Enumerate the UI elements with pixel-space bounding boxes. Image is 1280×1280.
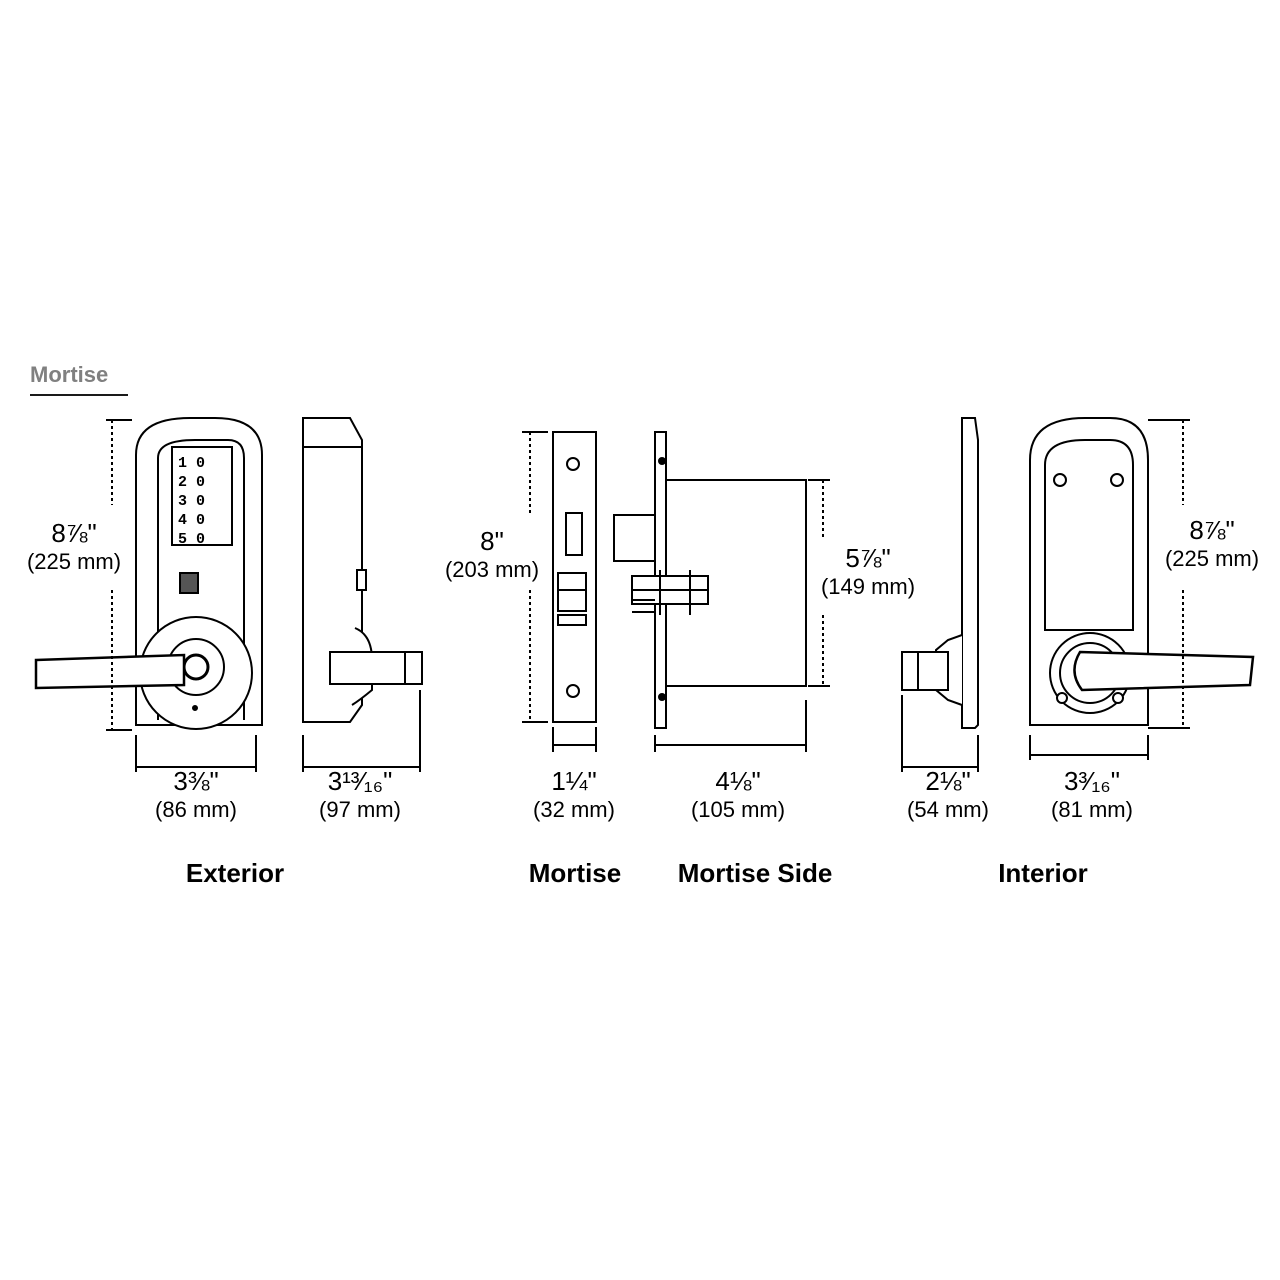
exterior-width-in: 3⅜"	[173, 766, 219, 796]
keypad-key: 1 0	[178, 455, 205, 472]
interior-side-depth-in: 2⅛"	[925, 766, 971, 796]
mortise-side-width-dim: 4⅛" (105 mm)	[678, 766, 798, 824]
mortise-faceplate-drawing	[522, 431, 597, 752]
side-depth-in: 3¹³⁄₁₆"	[327, 766, 393, 796]
mortise-side-height-dim: 5⅞" (149 mm)	[808, 543, 928, 601]
mortise-width-in: 1¼"	[551, 766, 597, 796]
mortise-width-dim: 1¼" (32 mm)	[514, 766, 634, 824]
mortise-side-height-mm: (149 mm)	[820, 574, 916, 600]
keypad-key: 3 0	[178, 493, 205, 510]
mortise-height-in: 8"	[480, 526, 504, 556]
exterior-height-dim: 8⅞" (225 mm)	[14, 518, 134, 576]
keypad: 1 0 2 0 3 0 4 0 5 0	[178, 455, 205, 548]
mortise-side-width-mm: (105 mm)	[690, 797, 786, 823]
keypad-key: 2 0	[178, 474, 205, 491]
interior-lock-drawing	[1029, 417, 1255, 760]
side-depth-mm: (97 mm)	[319, 797, 401, 823]
mortise-side-drawing	[613, 431, 830, 752]
exterior-lock-drawing	[34, 417, 263, 772]
keypad-key: 5 0	[178, 531, 205, 548]
exterior-height-in: 8⅞"	[51, 518, 97, 548]
section-title: Mortise	[30, 362, 128, 396]
mortise-height-mm: (203 mm)	[444, 557, 540, 583]
interior-height-in: 8⅞"	[1189, 515, 1235, 545]
interior-caption: Interior	[998, 858, 1088, 888]
exterior-height-mm: (225 mm)	[26, 549, 122, 575]
interior-height-mm: (225 mm)	[1164, 546, 1260, 572]
mortise-side-height-in: 5⅞"	[845, 543, 891, 573]
interior-width-mm: (81 mm)	[1051, 797, 1133, 823]
interior-width-dim: 3³⁄₁₆" (81 mm)	[1032, 766, 1152, 824]
mortise-height-dim: 8" (203 mm)	[432, 526, 552, 584]
keypad-key: 4 0	[178, 512, 205, 529]
side-profile-drawing	[302, 417, 423, 772]
exterior-caption: Exterior	[185, 858, 285, 888]
interior-width-in: 3³⁄₁₆"	[1064, 766, 1120, 796]
mortise-side-width-in: 4⅛"	[715, 766, 761, 796]
mortise-width-mm: (32 mm)	[533, 797, 615, 823]
mortise-side-caption: Mortise Side	[677, 858, 833, 888]
exterior-width-mm: (86 mm)	[155, 797, 237, 823]
interior-side-depth-mm: (54 mm)	[907, 797, 989, 823]
side-depth-dim: 3¹³⁄₁₆" (97 mm)	[300, 766, 420, 824]
mortise-caption: Mortise	[528, 858, 622, 888]
exterior-width-dim: 3⅜" (86 mm)	[136, 766, 256, 824]
interior-height-dim: 8⅞" (225 mm)	[1152, 515, 1272, 573]
interior-side-drawing	[901, 417, 979, 772]
interior-side-depth-dim: 2⅛" (54 mm)	[888, 766, 1008, 824]
